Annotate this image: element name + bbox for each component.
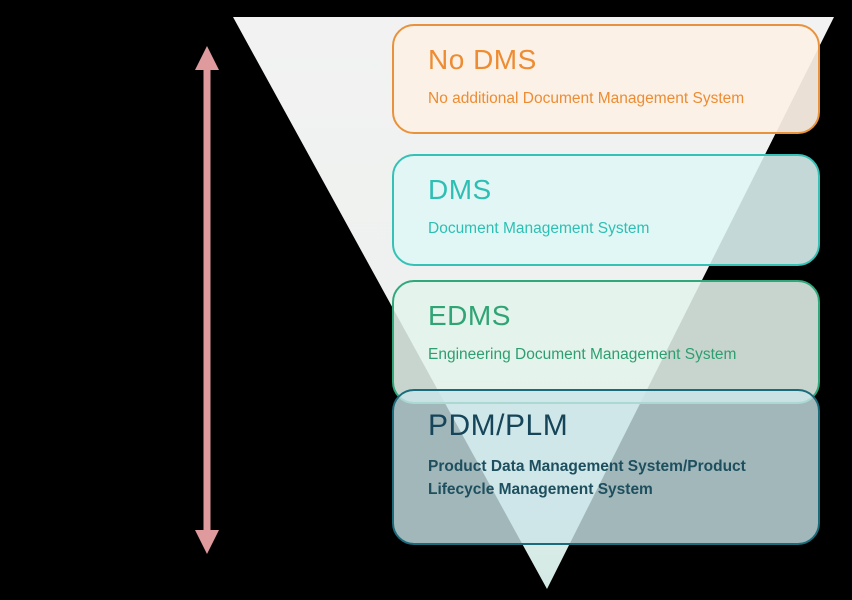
level-dms: DMS Document Management System [392,154,820,266]
double-headed-arrow-icon [195,46,219,554]
level-pdm-plm: PDM/PLM Product Data Management System/P… [392,389,820,545]
level-pdm-plm-subtitle: Product Data Management System/Product L… [428,458,746,499]
level-no-dms-subtitle: No additional Document Management System [428,90,745,107]
level-dms-subtitle: Document Management System [428,220,650,237]
level-pdm-plm-title: PDM/PLM [428,409,569,442]
level-edms: EDMS Engineering Document Management Sys… [392,280,820,404]
level-edms-subtitle: Engineering Document Management System [428,346,737,363]
level-edms-title: EDMS [428,300,511,331]
level-dms-title: DMS [428,174,492,205]
level-no-dms: No DMS No additional Document Management… [392,24,820,134]
level-no-dms-title: No DMS [428,44,537,75]
